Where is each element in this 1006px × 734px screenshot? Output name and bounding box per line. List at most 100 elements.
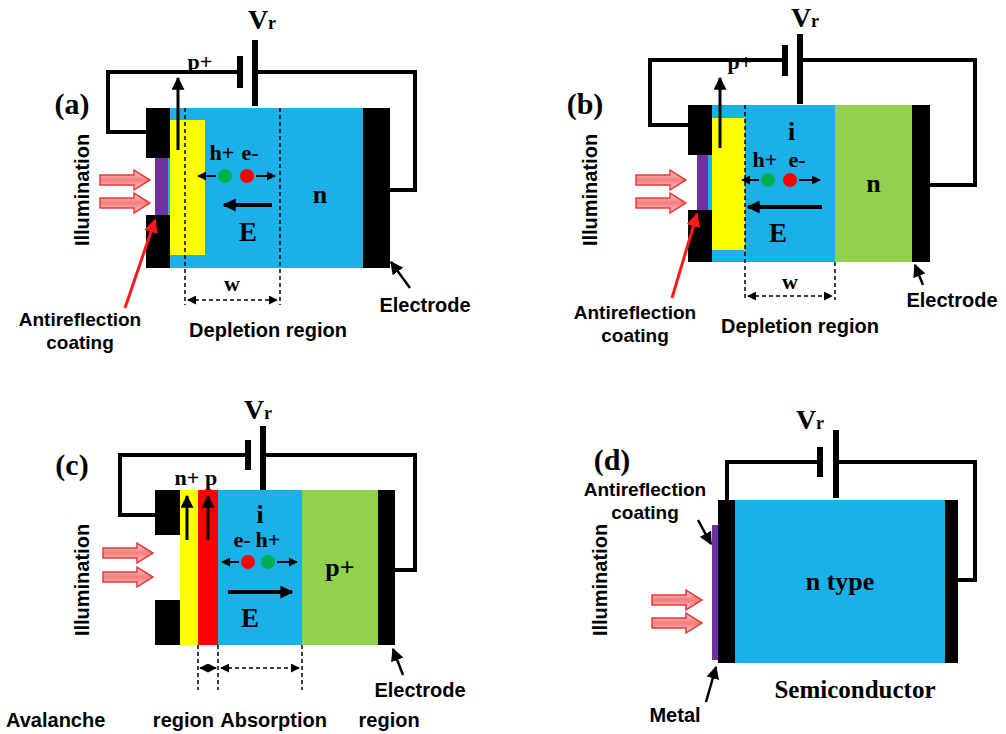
avalanche-photodiode-part	[302, 490, 378, 645]
pn-photodiode-part	[218, 169, 232, 183]
pin-photodiode-part	[761, 173, 775, 187]
illumination-arrows-part	[100, 193, 150, 213]
panel-letter: (b)	[567, 86, 604, 122]
pn-photodiode-part	[155, 158, 168, 215]
pin-photodiode-part	[719, 78, 722, 148]
panel-letter: (d)	[594, 442, 631, 478]
avalanche-photodiode-part	[277, 561, 297, 563]
avalanche-photodiode-part	[245, 440, 251, 470]
width-label: w	[782, 269, 798, 295]
msm-photodetector-part	[836, 462, 975, 580]
bias-voltage: Vr	[244, 393, 272, 427]
illumination-arrows-part	[103, 543, 153, 563]
light-label: Illumination	[578, 134, 602, 246]
region-block: n type	[735, 500, 945, 663]
carrier-label: h+	[256, 527, 281, 553]
coating-label: Antireflection coating	[5, 309, 155, 355]
illumination-arrows-part	[636, 170, 686, 190]
region-name: p	[205, 465, 217, 491]
avalanche-photodiode-part	[120, 455, 248, 515]
avalanche-photodiode-part	[261, 555, 275, 569]
carrier-label: h+	[210, 140, 235, 166]
pin-photodiode-part	[688, 105, 712, 155]
region-label: Avalanche region	[6, 708, 214, 732]
avalanche-photodiode-part	[155, 600, 180, 645]
width-label: w	[224, 271, 240, 297]
illumination-arrows-part	[100, 170, 150, 190]
pin-photodiode-part	[650, 60, 785, 125]
pin-photodiode-part	[835, 105, 912, 262]
pn-photodiode-part	[168, 108, 390, 268]
msm-photodetector-part	[712, 525, 718, 660]
bias-voltage: Vr	[248, 3, 276, 37]
avalanche-photodiode-part	[378, 490, 395, 645]
pn-photodiode-part	[177, 78, 180, 150]
pin-photodiode-part	[782, 45, 788, 76]
avalanche-photodiode-part	[180, 490, 198, 645]
panel-letter: (a)	[55, 86, 90, 122]
msm-photodetector-part	[945, 500, 958, 663]
pn-photodiode-part	[224, 203, 272, 207]
pin-photodiode	[650, 34, 975, 300]
pn-photodiode-part	[279, 108, 281, 305]
region-block: n	[285, 150, 355, 240]
pn-photodiode-part	[237, 56, 243, 88]
carrier-label: h+	[753, 147, 778, 173]
avalanche-photodiode-part	[197, 645, 199, 690]
pin-photodiode-part	[799, 179, 820, 181]
region-label: Depletion region	[189, 318, 347, 342]
avalanche-photodiode-part	[198, 490, 218, 645]
pn-photodiode-part	[188, 299, 277, 301]
region-label: i	[256, 500, 263, 530]
avalanche-photodiode-part	[241, 555, 255, 569]
coating-label: Antireflection coating	[560, 302, 710, 348]
msm-photodetector-part	[817, 447, 823, 477]
region-label: n	[866, 169, 880, 199]
field-label: E	[241, 602, 259, 634]
pn-photodiode-part	[363, 108, 390, 268]
light-label: Illumination	[588, 524, 612, 636]
pn-photodiode-part	[125, 220, 155, 308]
electrode-label: Electrode	[906, 288, 997, 312]
material-label: Semiconductor	[774, 675, 935, 705]
pin-photodiode-part	[712, 118, 745, 250]
field-label: E	[769, 217, 787, 249]
pin-photodiode-part	[744, 105, 746, 300]
pin-photodiode-part	[697, 155, 708, 210]
region-name: n+	[175, 465, 200, 491]
region-label: n type	[806, 567, 875, 597]
msm-photodetector	[698, 430, 975, 702]
illumination-arrows-part	[636, 193, 686, 213]
avalanche-photodiode-part	[260, 426, 266, 490]
carrier-label: e-	[241, 140, 258, 166]
pin-photodiode-part	[783, 173, 797, 187]
avalanche-photodiode-part	[301, 645, 303, 690]
pn-photodiode-part	[240, 169, 254, 183]
msm-photodetector-part	[718, 500, 735, 663]
pin-photodiode-part	[797, 34, 803, 104]
pn-photodiode-part	[198, 175, 216, 177]
pin-photodiode-part	[748, 295, 832, 297]
pn-photodiode-part	[146, 215, 170, 268]
metal-label: Metal	[649, 703, 700, 727]
pin-photodiode-part	[708, 105, 835, 262]
region-block: n	[835, 105, 912, 262]
bias-voltage: Vr	[791, 1, 819, 35]
avalanche-photodiode-part	[222, 561, 239, 563]
avalanche-photodiode-part	[200, 667, 216, 669]
avalanche-photodiode-part	[155, 490, 180, 535]
pin-photodiode-part	[834, 262, 836, 300]
pn-photodiode	[108, 40, 415, 308]
pin-photodiode-part	[672, 214, 697, 298]
field-label: E	[239, 216, 257, 248]
region-name: p+	[728, 49, 753, 75]
pn-photodiode-part	[146, 108, 170, 158]
carrier-label: e-	[788, 147, 805, 173]
pn-photodiode-part	[108, 72, 240, 132]
avalanche-photodiode-part	[228, 590, 292, 594]
light-label: Illumination	[70, 134, 94, 246]
region-label: i	[788, 117, 795, 147]
avalanche-photodiode-part	[218, 490, 302, 645]
msm-photodetector-part	[727, 462, 820, 500]
